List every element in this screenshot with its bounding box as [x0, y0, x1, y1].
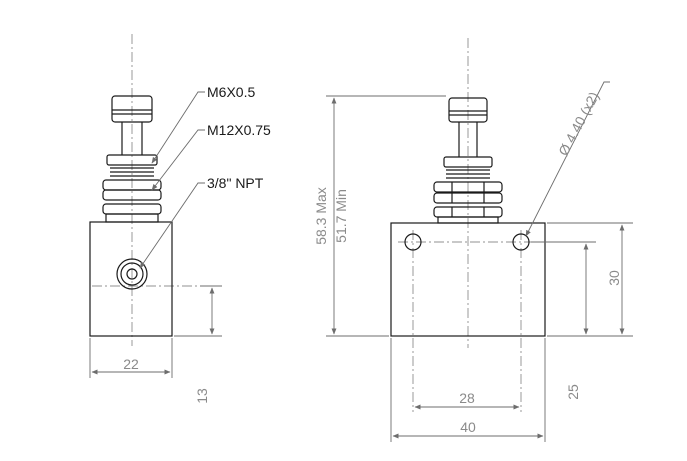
- front-mounting-hole-right: [512, 233, 530, 251]
- side-view: [89, 34, 222, 378]
- hole-diameter-leader: [525, 81, 610, 237]
- side-port-outer: [116, 258, 148, 290]
- hole-height-label: 25: [565, 384, 581, 400]
- front-collar: [443, 156, 493, 168]
- callout-leader-thread-1: [151, 91, 205, 164]
- body-height-label: 30: [606, 270, 622, 286]
- thread-callout-m12: M12X0.75: [207, 122, 271, 138]
- side-adjust-knob: [111, 95, 153, 123]
- hole-spacing-label: 28: [459, 390, 475, 406]
- port-callout: 3/8" NPT: [207, 175, 264, 191]
- front-height-min-label: 51.7 Min: [333, 189, 349, 243]
- front-hex-nut: [433, 192, 503, 204]
- side-body: [89, 221, 173, 337]
- body-width-label: 40: [460, 419, 476, 435]
- front-view: [326, 38, 633, 442]
- side-port-bore: [126, 268, 138, 280]
- side-port-height-label: 13: [194, 388, 210, 404]
- thread-callout-m6: M6X0.5: [207, 84, 255, 100]
- side-width-label: 22: [123, 356, 139, 372]
- front-adjust-knob: [448, 97, 488, 123]
- hole-diameter-label: Ø 4.40 (x2): [555, 89, 602, 158]
- callout-leader-thread-2: [151, 129, 205, 191]
- front-body: [390, 222, 546, 337]
- side-hex-nut: [102, 189, 162, 201]
- front-hex-nut: [433, 181, 503, 193]
- front-mounting-hole-left: [404, 233, 422, 251]
- side-port-inner: [120, 262, 144, 286]
- callout-leader-port: [139, 182, 205, 269]
- front-height-max-label: 58.3 Max: [313, 187, 329, 245]
